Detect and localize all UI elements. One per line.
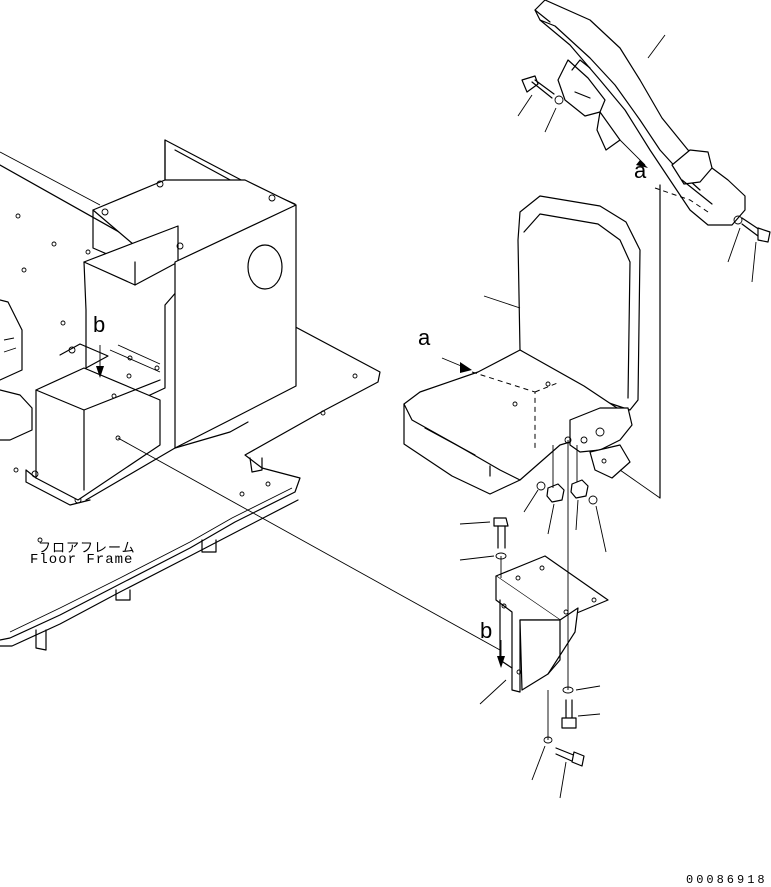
seat-hardware bbox=[523, 445, 607, 553]
console-box bbox=[0, 139, 501, 651]
view-marker-a-headrest: a bbox=[634, 158, 647, 183]
floor-frame bbox=[0, 164, 381, 651]
view-marker-b-bracket: b bbox=[480, 618, 493, 643]
headrest bbox=[517, 0, 771, 499]
seat bbox=[403, 195, 661, 499]
view-marker-b-console: b bbox=[93, 312, 106, 337]
floor-frame-label-en: Floor Frame bbox=[30, 552, 134, 568]
document-number: 00086918 bbox=[686, 873, 768, 887]
seat-bracket bbox=[459, 440, 609, 799]
floor-frame-label-jp: フロアフレーム bbox=[38, 541, 136, 556]
view-marker-a-seat: a bbox=[418, 325, 431, 350]
